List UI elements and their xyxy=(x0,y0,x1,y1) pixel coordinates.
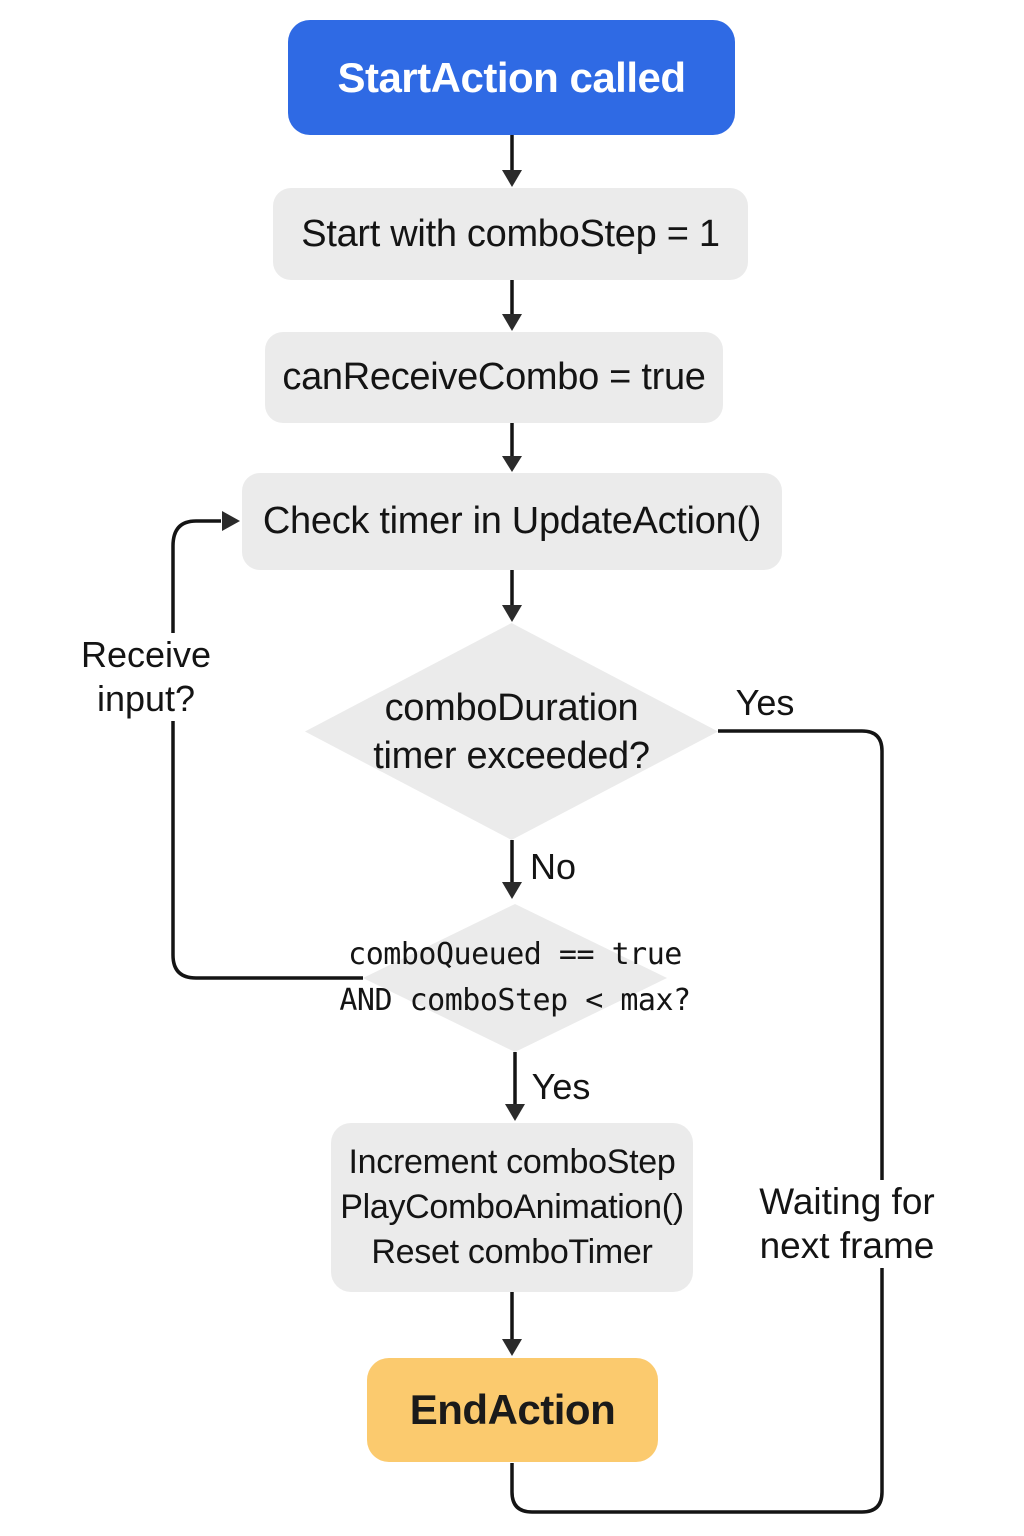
decision-duration-diamond xyxy=(305,623,718,840)
edge-receive-input-loop xyxy=(171,519,363,980)
arrowhead-right-icon xyxy=(222,511,240,531)
label-receive-input: Receive input? xyxy=(61,633,231,721)
end-node: EndAction xyxy=(367,1358,658,1462)
label-yes-right: Yes xyxy=(735,682,795,723)
step-checktimer-node: Check timer in UpdateAction() xyxy=(242,473,782,570)
decision-duration-text: comboDuration timer exceeded? xyxy=(373,686,650,777)
decision-queued-diamond xyxy=(363,904,667,1052)
action-increment-node: Increment comboStep PlayComboAnimation()… xyxy=(331,1123,693,1292)
step-canreceivecombo-node: canReceiveCombo = true xyxy=(265,332,723,423)
edge-waiting-loop xyxy=(510,729,884,1514)
label-no: No xyxy=(529,846,577,887)
arrowhead-down-icon xyxy=(505,1104,525,1121)
step-combostep-node: Start with comboStep = 1 xyxy=(273,188,748,280)
label-yes-down: Yes xyxy=(531,1066,591,1107)
arrowhead-down-icon xyxy=(502,170,522,187)
start-node: StartAction called xyxy=(288,20,735,135)
arrowhead-down-icon xyxy=(502,314,522,331)
arrowhead-down-icon xyxy=(502,1339,522,1356)
arrowhead-down-icon xyxy=(502,605,522,622)
arrowhead-down-icon xyxy=(502,882,522,899)
arrowhead-down-icon xyxy=(502,456,522,472)
label-waiting-next-frame: Waiting for next frame xyxy=(745,1180,949,1268)
decision-queued-text: comboQueued == true AND comboStep < max? xyxy=(339,937,691,1018)
